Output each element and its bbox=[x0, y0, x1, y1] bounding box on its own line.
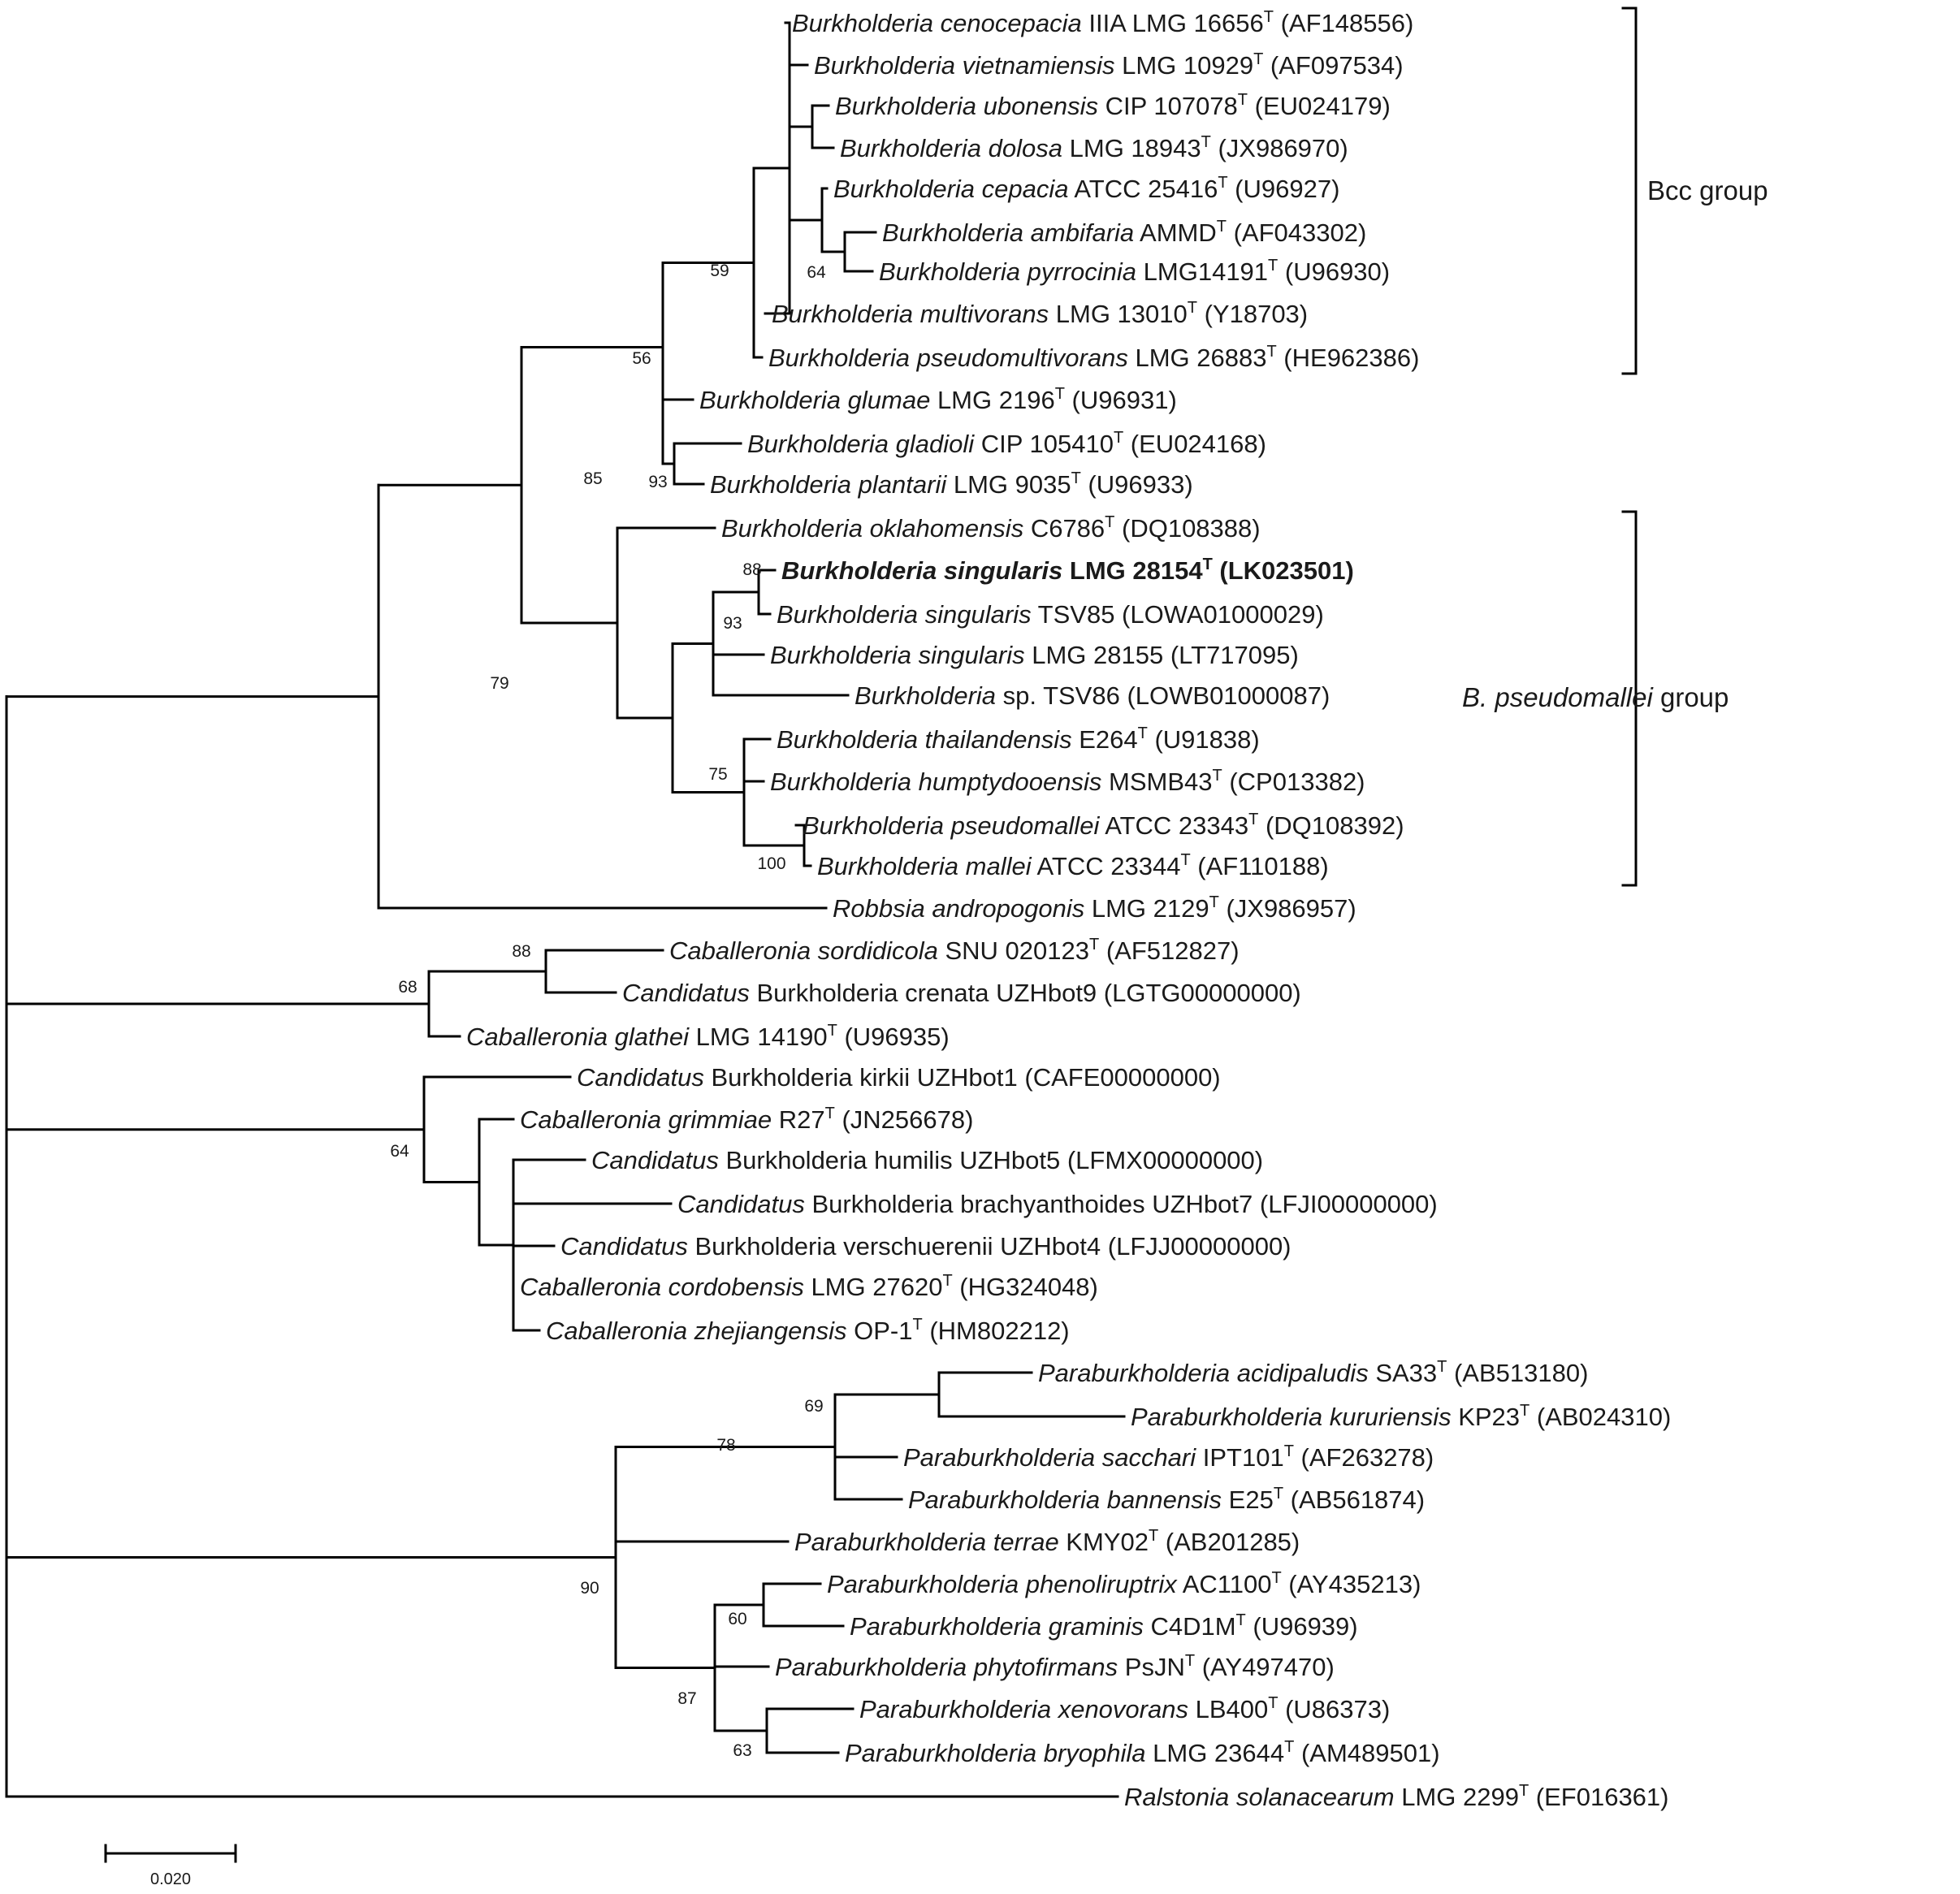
taxon-label: Paraburkholderia phenoliruptrix AC1100T … bbox=[827, 1569, 1421, 1598]
bootstrap-value: 88 bbox=[512, 942, 530, 961]
taxon-label: Ralstonia solanacearum LMG 2299T (EF0163… bbox=[1124, 1782, 1669, 1811]
taxon-label: Burkholderia pyrrocinia LMG14191T (U9693… bbox=[879, 257, 1390, 286]
taxon-label: Burkholderia singularis LMG 28155 (LT717… bbox=[770, 641, 1299, 669]
scale-bar bbox=[104, 1844, 237, 1863]
taxon-label: Paraburkholderia bryophila LMG 23644T (A… bbox=[845, 1738, 1440, 1767]
taxon-label: Burkholderia sp. TSV86 (LOWB01000087) bbox=[855, 681, 1330, 710]
taxon-label: Burkholderia pseudomallei ATCC 23343T (D… bbox=[803, 811, 1404, 840]
bootstrap-value: 100 bbox=[757, 854, 785, 873]
bootstrap-values: 59 64 56 93 85 88 93 75 100 79 88 68 64 69 78 90 60 87 63 bbox=[390, 262, 826, 1760]
taxon-label: Burkholderia cepacia ATCC 25416T (U96927… bbox=[833, 174, 1339, 203]
bootstrap-value: 69 bbox=[804, 1397, 823, 1416]
taxon-label: Caballeronia zhejiangensis OP-1T (HM8022… bbox=[546, 1316, 1070, 1345]
bcc-group-label: Bcc group bbox=[1647, 175, 1768, 205]
taxon-label: Burkholderia glumae LMG 2196T (U96931) bbox=[699, 385, 1177, 414]
bcc-group-bracket bbox=[1621, 6, 1638, 375]
bootstrap-value: 87 bbox=[677, 1689, 696, 1708]
taxon-label: Caballeronia grimmiae R27T (JN256678) bbox=[520, 1105, 973, 1134]
bootstrap-value: 78 bbox=[716, 1436, 735, 1455]
bootstrap-value: 88 bbox=[742, 560, 761, 579]
taxon-label: Burkholderia dolosa LMG 18943T (JX986970… bbox=[840, 133, 1348, 162]
taxon-label: Paraburkholderia phytofirmans PsJNT (AY4… bbox=[775, 1652, 1335, 1681]
taxon-label: Burkholderia vietnamiensis LMG 10929T (A… bbox=[814, 50, 1404, 80]
taxon-label: Paraburkholderia bannensis E25T (AB56187… bbox=[908, 1485, 1425, 1514]
taxon-label: Burkholderia thailandensis E264T (U91838… bbox=[777, 724, 1260, 754]
taxon-label: Burkholderia singularis LMG 28154T (LK02… bbox=[781, 556, 1354, 585]
bootstrap-value: 60 bbox=[728, 1610, 746, 1628]
taxon-label: Candidatus Burkholderia crenata UZHbot9 … bbox=[622, 979, 1301, 1007]
bootstrap-value: 68 bbox=[398, 978, 417, 997]
bootstrap-value: 59 bbox=[710, 262, 729, 280]
bootstrap-value: 79 bbox=[490, 674, 508, 693]
bootstrap-value: 85 bbox=[583, 469, 602, 488]
taxon-label: Burkholderia cenocepacia IIIA LMG 16656T… bbox=[792, 8, 1413, 37]
bootstrap-value: 64 bbox=[390, 1142, 409, 1161]
taxon-label: Candidatus Burkholderia verschuerenii UZ… bbox=[560, 1232, 1292, 1261]
taxon-label: Robbsia andropogonis LMG 2129T (JX986957… bbox=[833, 893, 1356, 923]
taxon-label: Burkholderia pseudomultivorans LMG 26883… bbox=[768, 343, 1419, 372]
pseudomallei-group-bracket bbox=[1621, 510, 1638, 887]
taxon-label: Paraburkholderia kururiensis KP23T (AB02… bbox=[1131, 1402, 1671, 1431]
taxon-label: Burkholderia mallei ATCC 23344T (AF11018… bbox=[817, 851, 1329, 880]
taxon-label: Caballeronia cordobensis LMG 27620T (HG3… bbox=[520, 1272, 1098, 1301]
taxon-label: Burkholderia humptydooensis MSMB43T (CP0… bbox=[770, 767, 1365, 796]
taxon-label: Candidatus Burkholderia brachyanthoides … bbox=[677, 1190, 1438, 1218]
taxon-label: Burkholderia plantarii LMG 9035T (U96933… bbox=[710, 469, 1193, 499]
bootstrap-value: 93 bbox=[648, 473, 667, 491]
taxon-label: Burkholderia gladioli CIP 105410T (EU024… bbox=[747, 429, 1266, 458]
bootstrap-value: 90 bbox=[580, 1579, 599, 1598]
taxon-label: Paraburkholderia terrae KMY02T (AB201285… bbox=[794, 1527, 1300, 1556]
taxon-label: Burkholderia multivorans LMG 13010T (Y18… bbox=[772, 299, 1308, 328]
scale-bar-label: 0.020 bbox=[150, 1870, 191, 1888]
tree-branches bbox=[5, 21, 1126, 1798]
bootstrap-value: 75 bbox=[708, 765, 727, 784]
bootstrap-value: 56 bbox=[632, 349, 651, 368]
taxon-label: Paraburkholderia sacchari IPT101T (AF263… bbox=[903, 1442, 1434, 1472]
taxon-label: Burkholderia oklahomensis C6786T (DQ1083… bbox=[721, 513, 1261, 543]
bootstrap-value: 93 bbox=[723, 614, 742, 633]
taxon-label: Paraburkholderia acidipaludis SA33T (AB5… bbox=[1038, 1358, 1588, 1387]
taxon-label: Burkholderia singularis TSV85 (LOWA01000… bbox=[777, 600, 1324, 629]
pseudomallei-group-label: B. pseudomallei group bbox=[1462, 682, 1729, 712]
taxon-label: Paraburkholderia graminis C4D1MT (U96939… bbox=[850, 1611, 1358, 1641]
leaf-labels: Burkholderia cenocepacia IIIA LMG 16656T… bbox=[466, 8, 1671, 1811]
bootstrap-value: 64 bbox=[807, 263, 826, 282]
taxon-label: Burkholderia ambifaria AMMDT (AF043302) bbox=[882, 218, 1366, 247]
taxon-label: Candidatus Burkholderia humilis UZHbot5 … bbox=[591, 1146, 1263, 1174]
taxon-label: Caballeronia sordidicola SNU 020123T (AF… bbox=[669, 936, 1240, 965]
taxon-label: Caballeronia glathei LMG 14190T (U96935) bbox=[466, 1022, 950, 1051]
taxon-label: Candidatus Burkholderia kirkii UZHbot1 (… bbox=[577, 1063, 1221, 1092]
taxon-label: Paraburkholderia xenovorans LB400T (U863… bbox=[859, 1694, 1390, 1723]
taxon-label: Burkholderia ubonensis CIP 107078T (EU02… bbox=[835, 91, 1391, 120]
bootstrap-value: 63 bbox=[733, 1741, 751, 1760]
